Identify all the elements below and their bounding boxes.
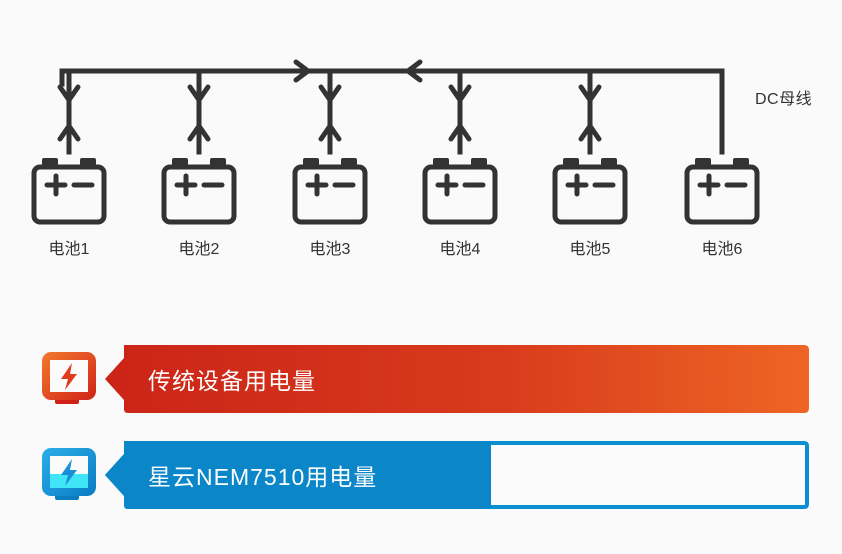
branch-arrow-up-icon-3 xyxy=(318,123,342,142)
traditional-bar-track xyxy=(105,345,809,413)
bus-arrow-left-icon xyxy=(405,59,423,83)
battery-item-5[interactable]: 电池5 xyxy=(524,155,656,259)
branch-arrow-down-icon-3 xyxy=(318,84,342,103)
branch-arrow-up-icon-5 xyxy=(578,123,602,142)
battery-label: 电池5 xyxy=(569,241,611,258)
battery-row: 电池1 电池2 电池3 xyxy=(0,155,842,270)
comparison-row-traditional: 传统设备用电量 xyxy=(0,345,842,415)
device-bolt-icon-blue-wrap xyxy=(38,444,100,506)
branch-arrow-down-icon-1 xyxy=(57,84,81,103)
dc-bus-diagram: DC母线 xyxy=(57,59,813,155)
battery-icon xyxy=(292,158,368,225)
battery-icon xyxy=(684,158,760,225)
battery-icon xyxy=(31,158,107,225)
dc-bus-label: DC母线 xyxy=(755,91,813,108)
battery-icon xyxy=(161,158,237,225)
battery-item-4[interactable]: 电池4 xyxy=(394,155,526,259)
power-comparison-chart: 传统设备用电量 xyxy=(0,335,842,535)
battery-label: 电池6 xyxy=(701,241,743,258)
branch-arrow-down-icon-2 xyxy=(187,84,211,103)
battery-item-6[interactable]: 电池6 xyxy=(656,155,788,259)
nem7510-bar-empty xyxy=(491,445,805,505)
battery-icon xyxy=(422,158,498,225)
branch-arrow-up-icon-2 xyxy=(187,123,211,142)
device-bolt-icon-red-wrap xyxy=(38,348,100,410)
battery-item-2[interactable]: 电池2 xyxy=(133,155,265,259)
battery-label: 电池1 xyxy=(48,241,90,258)
device-bolt-icon-blue xyxy=(42,448,96,500)
battery-item-3[interactable]: 电池3 xyxy=(264,155,396,259)
battery-item-1[interactable]: 电池1 xyxy=(3,155,135,259)
battery-label: 电池3 xyxy=(309,241,351,258)
branch-arrow-up-icon-4 xyxy=(448,123,472,142)
battery-label: 电池4 xyxy=(439,241,481,258)
branch-arrow-down-icon-4 xyxy=(448,84,472,103)
nem7510-bar-track xyxy=(105,441,809,509)
branch-arrow-up-icon-1 xyxy=(57,123,81,142)
branch-arrow-down-icon-5 xyxy=(578,84,602,103)
bus-arrow-right-icon xyxy=(293,59,311,83)
battery-icon xyxy=(552,158,628,225)
nem7510-bar-fill xyxy=(105,441,491,509)
device-bolt-icon-red xyxy=(42,352,96,404)
battery-label: 电池2 xyxy=(178,241,220,258)
traditional-bar-fill xyxy=(105,345,809,413)
comparison-row-nem7510: 星云NEM7510用电量 xyxy=(0,441,842,511)
